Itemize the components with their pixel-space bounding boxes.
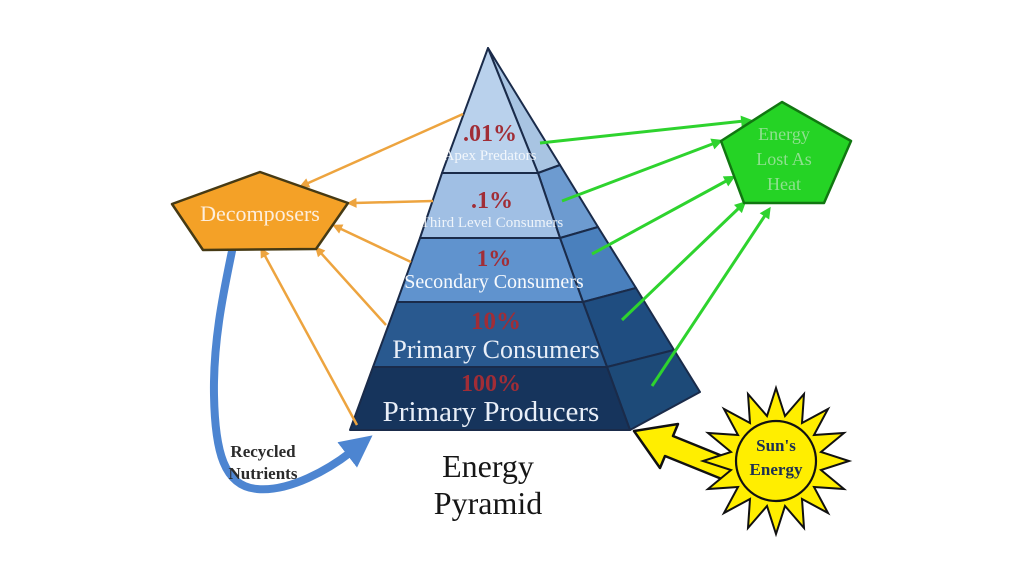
recycled-line-2: Nutrients (228, 464, 298, 483)
recycled-nutrients-arrow (209, 247, 373, 494)
title-line-1: Energy (442, 448, 534, 484)
orange-arrow-level-4 (314, 246, 387, 326)
decomposers-pentagon (170, 170, 350, 252)
pyramid-level-2-text: .1% Third Level Consumers (421, 188, 563, 232)
recycled-nutrients-label: Recycled Nutrients (229, 441, 298, 485)
level-2-percent: .1% (470, 188, 513, 214)
pyramid-level-5-front (349, 366, 631, 431)
level-3-percent: 1% (476, 246, 512, 271)
green-arrow-level-2 (561, 138, 723, 203)
green-arrow-level-3 (591, 175, 736, 256)
level-1-percent: .01% (463, 121, 517, 147)
level-3-label: Secondary Consumers (404, 271, 584, 293)
level-1-label: Apex Predators (443, 148, 537, 164)
sun-label-line-2: Energy (749, 460, 803, 479)
sun-label-line-1: Sun's (756, 436, 796, 455)
level-5-percent: 100% (461, 371, 521, 397)
orange-arrow-level-3 (332, 224, 412, 264)
green-arrows (539, 115, 771, 387)
orange-arrows (260, 112, 464, 426)
pyramid-level-3-text: 1% Secondary Consumers (404, 246, 583, 294)
green-arrow-level-5 (650, 206, 771, 387)
sun-label: Sun's Energy (750, 434, 803, 482)
level-5-label: Primary Producers (382, 396, 600, 428)
pyramid-level-1-text: .01% Apex Predators (444, 121, 537, 165)
recycled-line-1: Recycled (230, 442, 296, 461)
orange-arrow-level-5 (260, 247, 359, 426)
pyramid-front-faces (349, 47, 631, 431)
energy-lost-line-2: Lost As (756, 149, 812, 169)
green-arrow-level-4 (620, 201, 747, 322)
orange-arrow-level-2 (346, 197, 434, 208)
green-arrow-level-1 (539, 115, 753, 145)
energy-lost-pentagon (719, 100, 853, 205)
pyramid-level-5-text: 100% Primary Producers (383, 371, 600, 428)
sun-circle (734, 419, 818, 503)
level-2-label: Third Level Consumers (420, 215, 564, 231)
page-title: Energy Pyramid (434, 448, 542, 522)
decomposers-label: Decomposers (200, 201, 320, 226)
energy-lost-label: Energy Lost As Heat (756, 122, 812, 197)
orange-arrow-level-1 (299, 112, 464, 188)
title-line-2: Pyramid (433, 485, 543, 521)
pyramid-level-4-text: 10% Primary Consumers (392, 308, 599, 364)
level-4-percent: 10% (470, 308, 521, 335)
energy-lost-line-1: Energy (758, 124, 810, 144)
energy-lost-line-3: Heat (767, 174, 801, 194)
level-4-label: Primary Consumers (392, 335, 600, 364)
sun-icon (699, 384, 853, 538)
